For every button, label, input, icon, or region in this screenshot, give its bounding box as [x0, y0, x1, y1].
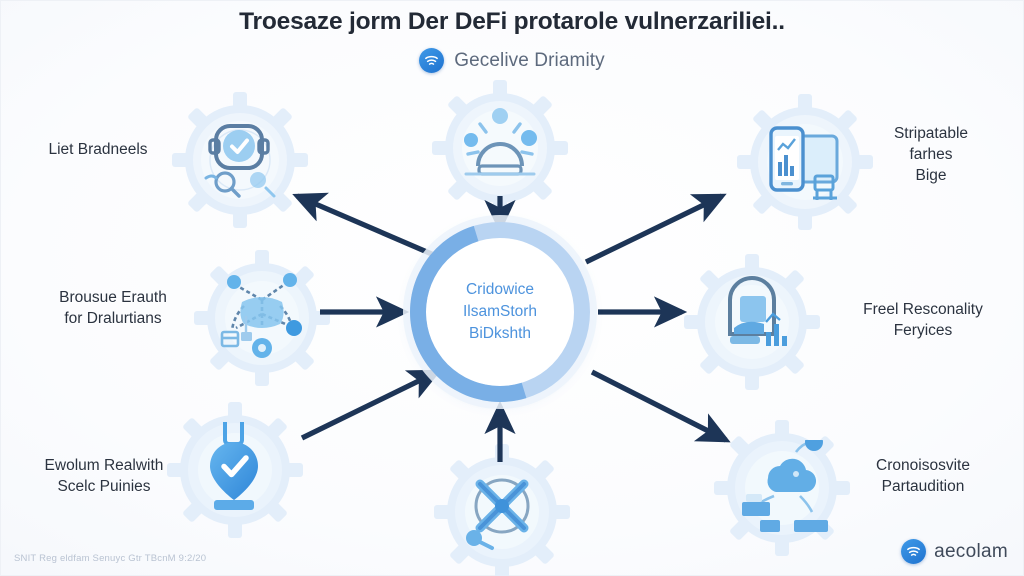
report-person-chart-icon: [728, 276, 787, 346]
node-top-center[interactable]: [430, 78, 570, 218]
label-middle-right-line-1: Freel Resconality: [863, 301, 983, 318]
node-top-right[interactable]: [735, 92, 875, 232]
header: Troesaze jorm Der DeFi protarole vulnerz…: [0, 8, 1024, 73]
hub-label-line-2: IlsamStorh: [462, 303, 538, 320]
label-middle-right: Freel Resconality Feryices: [828, 300, 1018, 342]
crossed-tools-icon: [466, 478, 530, 550]
label-top-right: Stripatable farhes Bige: [846, 124, 1016, 187]
footer-logo-text: aecolam: [934, 540, 1008, 562]
location-pin-check-icon: [210, 422, 258, 510]
node-bottom-right[interactable]: [712, 418, 852, 558]
mobile-analytics-icon: [769, 126, 839, 200]
footer-logo[interactable]: aecolam: [901, 539, 1008, 564]
idea-dome-icon: [464, 108, 537, 176]
cloud-nodes-icon: [742, 440, 828, 532]
center-hub[interactable]: Cridowice IlsamStorh BiDkshth: [378, 190, 622, 434]
node-middle-left[interactable]: [192, 248, 332, 388]
hub-label-line-1: Cridowice: [465, 281, 535, 298]
blockchain-network-icon: [220, 273, 302, 358]
label-bottom-left-line-1: Ewolum Realwith: [44, 457, 164, 474]
label-top-left: Liet Bradneels: [18, 140, 178, 161]
subtitle-row: Gecelive Driamity: [0, 48, 1024, 73]
shield-check-search-icon: [204, 124, 276, 198]
footer-note: SNIT Reg eldfam Senuyc Gtr TBcnM 9:2/20: [14, 553, 207, 564]
node-bottom-center[interactable]: [432, 442, 572, 576]
label-top-right-line-2: farhes: [909, 145, 953, 163]
node-top-left[interactable]: [170, 90, 310, 230]
label-middle-right-line-2: Feryices: [893, 321, 953, 339]
label-middle-left-line-1: Brousue Erauth: [59, 289, 167, 306]
label-bottom-left-line-2: Scelc Puinies: [57, 477, 151, 495]
subtitle: Gecelive Driamity: [454, 49, 605, 71]
hub-label: Cridowice IlsamStorh BiDkshth: [457, 279, 543, 345]
label-top-right-line-3: Bige: [915, 166, 947, 184]
label-middle-left-line-2: for Dralurtians: [64, 309, 162, 327]
page-title: Troesaze jorm Der DeFi protarole vulnerz…: [239, 8, 785, 35]
label-top-left-line-1: Liet Bradneels: [48, 141, 148, 158]
label-middle-left: Brousue Erauth for Dralurtians: [18, 288, 208, 330]
label-top-right-line-1: Stripatable: [893, 125, 969, 142]
label-bottom-left: Ewolum Realwith Scelc Puinies: [14, 456, 194, 498]
label-bottom-right-line-2: Partaudition: [881, 477, 965, 495]
label-bottom-right-line-1: Cronoisosvite: [876, 457, 970, 474]
hub-label-line-3: BiDkshth: [468, 325, 532, 342]
node-middle-right[interactable]: [682, 252, 822, 392]
label-bottom-right: Cronoisosvite Partaudition: [828, 456, 1018, 498]
aecolam-logo-icon: [419, 48, 445, 73]
aecolam-logo-icon: [901, 539, 927, 564]
node-bottom-left[interactable]: [165, 400, 305, 540]
